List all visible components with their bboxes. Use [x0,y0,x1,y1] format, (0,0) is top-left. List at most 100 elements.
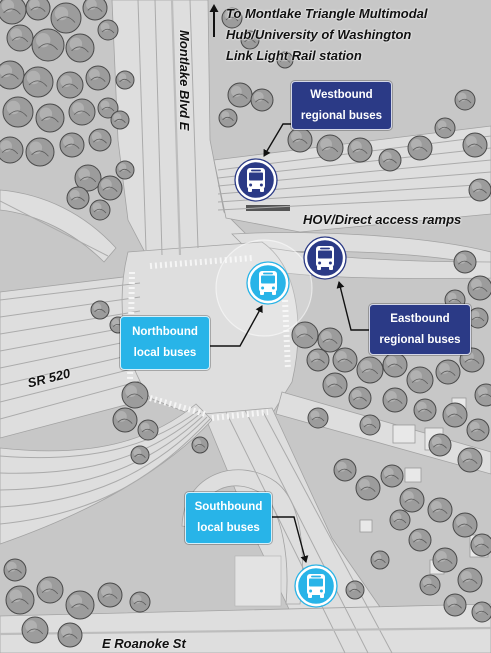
lane-line [0,416,208,508]
tree-branch [41,588,59,595]
northbound-stop-marker [246,261,290,305]
stop-label-line: regional buses [300,109,383,122]
tree-branch [133,600,147,606]
street-label-hov-ramps: HOV/Direct access ramps [303,212,462,227]
crosswalk [211,409,269,421]
tree-branch [8,568,22,574]
crosswalk [282,299,291,371]
tree-branch [311,416,325,422]
tree-branch [71,196,85,202]
tree-branch [94,308,106,313]
tree-branch [141,428,155,434]
tree-branch [353,396,367,402]
bus-wheel [260,188,264,192]
plaza [234,555,282,607]
tree-branch [1,73,19,80]
leader-line-westbound [263,123,291,157]
tree-branch [225,16,239,22]
bus-windshield [249,172,263,181]
stop-label-line: Southbound [194,501,263,513]
leader-line-northbound [210,305,263,347]
southbound-stop-marker [294,564,338,608]
tree-branch [374,558,386,563]
tree-branch [387,363,403,369]
bus-windshield [309,578,323,587]
tree-branch [448,298,462,304]
tree-branch [61,83,79,90]
lane-line [0,412,202,474]
bus-wheel [308,594,312,598]
tree-branch [255,98,269,104]
westbound-stop-marker [234,158,278,202]
tree-branch [418,408,432,414]
lane-line [0,296,141,318]
tree-branch [3,8,21,15]
tree-branch [73,110,91,117]
tree-branch [64,143,80,149]
tree-branch [244,38,256,43]
bus-headlight [318,261,322,265]
tree-branch [464,358,480,364]
tree-branch [194,444,206,448]
tree-branch [71,603,89,610]
lane-line [0,310,141,335]
building [392,424,416,444]
bus-headlight [309,589,313,593]
lane-line [189,0,199,249]
tree-branch [361,368,379,375]
bus-headlight [328,261,332,265]
road-e-roanoke-st [0,603,491,653]
stop-label-line: local buses [197,522,260,534]
bus-sign [251,169,261,172]
lane-line [0,380,141,420]
tree-branch [71,46,89,53]
tree-branch [134,453,146,458]
bus-windshield [261,275,275,284]
lane-line [0,410,199,459]
tree-branch [292,138,308,144]
building [404,467,422,483]
stop-label-line: Westbound [310,88,373,101]
bus-icon [246,261,290,305]
tree-branch [440,370,456,376]
tree-branch [413,538,427,544]
tree-branch [467,143,483,149]
tree-branch [93,208,107,214]
stop-label-line: regional buses [379,333,461,346]
tree-branch [30,6,46,12]
tree-branch [383,158,397,164]
building [359,519,373,533]
note-line-3: Link Light Rail station [226,48,362,63]
tree-branch [327,383,343,389]
eastbound-stop-marker [303,236,347,280]
tree-branch [102,593,118,599]
tree-branch [41,116,59,123]
tree-branch [126,393,144,400]
note-line-1: To Montlake Triangle Multimodal [226,6,428,21]
tree-branch [93,138,107,144]
bus-headlight [261,286,265,290]
tree-branch [26,628,44,635]
tree-branch [87,6,103,12]
bus-wheel [320,594,324,598]
northbound-stop-label: Northbound local buses [120,316,210,370]
tree-branch [311,358,325,364]
tree-branch [437,558,453,564]
tree-branch [385,474,399,480]
tree-branch [296,333,314,340]
bus-wheel [260,291,264,295]
tree-branch [447,413,463,419]
lane-line [0,352,141,386]
bus-sign [311,575,321,578]
lane-line [0,418,211,525]
bus-icon [294,564,338,608]
tree-branch [363,423,377,429]
tree-branch [79,176,97,183]
tree-branch [412,146,428,152]
tree-branch [31,150,49,157]
tree-branch [432,508,448,514]
tree-branch [393,518,407,524]
lane-line [0,282,141,301]
